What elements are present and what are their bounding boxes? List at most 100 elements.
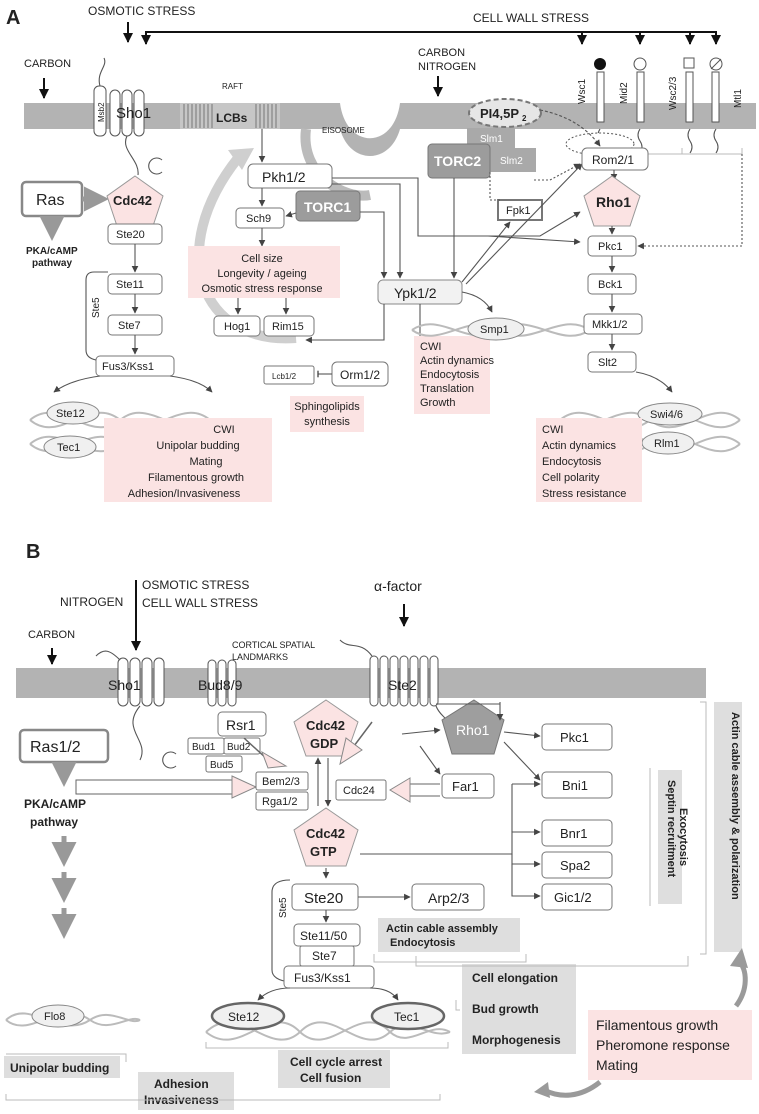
nitrogen-label: NITROGEN: [60, 595, 123, 609]
ste12-node-a: [46, 401, 100, 425]
panel-b-label: B: [26, 541, 40, 563]
fus3-label-a: Fus3/Kss1: [102, 361, 154, 373]
ste7-label-b: Ste7: [312, 949, 337, 963]
sch9-node: [235, 207, 285, 229]
lcbs-label: LCBs: [216, 111, 248, 125]
slt2-outputs-box: [536, 418, 642, 502]
cell-elongation-label: Cell elongation: [472, 971, 558, 985]
bem23-node: [255, 771, 309, 791]
tec1-node-a: [43, 435, 97, 459]
carbon-label: CARBON: [24, 58, 71, 70]
gic12-label: Gic1/2: [554, 890, 592, 905]
sho1-receptor-a: [93, 57, 163, 176]
bnr1-label: Bnr1: [560, 826, 587, 841]
bud5-node: [205, 755, 243, 773]
fus3-output-3: Mating: [189, 456, 222, 468]
ste2-receptor: [339, 639, 449, 725]
lipid-raft: [180, 103, 280, 129]
panel-a: A OSMOTIC STRESS CELL WALL STRESS CARBON…: [6, 4, 756, 502]
cell-wall-stress-label: CELL WALL STRESS: [473, 11, 589, 25]
septin-label-1: Septin recruitment: [665, 780, 677, 878]
actin-polarization-box: [714, 702, 742, 952]
ste20-label-a: Ste20: [116, 229, 145, 241]
phenotype-2: Pheromone response: [596, 1037, 730, 1053]
carbon-nitrogen-label-1: CARBON: [418, 47, 465, 59]
phenotypes-box: [588, 1010, 752, 1080]
swi46-label: Swi4/6: [650, 409, 683, 421]
slm1-node: [467, 128, 515, 148]
tec1-node-b: [370, 1001, 446, 1031]
pkc1-node-b: [541, 723, 613, 751]
osmotic-stress-label: OSMOTIC STRESS: [88, 4, 195, 18]
slt2-output-4: Cell polarity: [542, 472, 600, 484]
pkh-node: [247, 163, 333, 189]
tec1-label-b: Tec1: [394, 1010, 420, 1024]
ypk-output-4: Translation: [420, 383, 474, 395]
ras12-label: Ras1/2: [30, 739, 81, 756]
slm1-label: Slm1: [480, 134, 503, 145]
pka-label-b-1: PKA/cAMP: [24, 797, 86, 811]
slt2-output-1: CWI: [542, 424, 563, 436]
torc1-label: TORC1: [304, 199, 351, 215]
ras-to-gap-bar: [75, 779, 233, 795]
bni1-label: Bni1: [562, 778, 588, 793]
arp23-label: Arp2/3: [428, 890, 469, 906]
cell-cycle-label-1: Cell cycle arrest: [290, 1055, 382, 1069]
rsr1-node: [217, 711, 267, 737]
msb2-label: Msb2: [97, 102, 106, 122]
actin-cable-box-b: [378, 918, 520, 952]
fus3-label-b: Fus3/Kss1: [294, 971, 351, 985]
ypk-label: Ypk1/2: [394, 285, 437, 301]
raft-hatching: [183, 104, 277, 128]
cortical-label-2: LANDMARKS: [232, 652, 288, 662]
cdc42-label-a: Cdc42: [113, 193, 152, 208]
rom-node: [581, 147, 649, 171]
carbon-nitrogen-label-2: NITROGEN: [418, 61, 476, 73]
sphingo-output-2: synthesis: [304, 416, 350, 428]
panel-a-label: A: [6, 7, 20, 29]
far1-label: Far1: [452, 779, 479, 794]
sphingolipids-box: [290, 396, 364, 432]
ypk-output-5: Growth: [420, 397, 455, 409]
torc2-node: [427, 143, 491, 179]
rga12-node: [255, 791, 309, 811]
ste11-label-a: Ste11: [116, 279, 144, 291]
bud89-label: Bud8/9: [198, 677, 243, 693]
alpha-factor-label: α-factor: [374, 578, 422, 594]
pi45p2-label: PI4,5P: [480, 106, 519, 121]
ste12-label-b: Ste12: [228, 1010, 260, 1024]
raft-label: RAFT: [222, 82, 243, 91]
tec1-label-a: Tec1: [57, 442, 80, 454]
unipolar-budding-box: [4, 1056, 120, 1078]
mid2-label: Mid2: [619, 82, 630, 104]
pkc1-label-a: Pkc1: [598, 241, 622, 253]
cell-cycle-box: [278, 1050, 390, 1088]
cdc42-gtp-node: [293, 807, 359, 867]
septin-box: [658, 770, 682, 904]
bni1-node: [541, 771, 613, 799]
phenotype-3: Mating: [596, 1057, 638, 1073]
sho1-label-b: Sho1: [108, 677, 141, 693]
phenotype-down-arrow: [542, 1080, 602, 1098]
ste5-label-b: Ste5: [278, 897, 289, 918]
cortical-label-1: CORTICAL SPATIAL: [232, 640, 315, 650]
mkk-node: [583, 313, 643, 335]
far1-to-cdc24-arrowhead: [389, 777, 411, 803]
actin-polarization-label: Actin cable assembly & polarization: [729, 712, 741, 900]
rim15-label: Rim15: [272, 321, 304, 333]
sch9-output-1: Cell size: [241, 253, 283, 265]
dna-helix-flo8: [5, 1012, 141, 1027]
rlm1-label: Rlm1: [654, 438, 680, 450]
lcb12-label: Lcb1/2: [272, 372, 297, 381]
cdc42-gdp-label-1: Cdc42: [306, 718, 345, 733]
bud1-label: Bud1: [192, 742, 216, 753]
slm2-label: Slm2: [500, 156, 523, 167]
ypk-output-3: Endocytosis: [420, 369, 480, 381]
adhesion-label-1: Adhesion: [154, 1077, 209, 1091]
fpk1-node: [497, 199, 543, 221]
swi46-node: [637, 402, 703, 426]
lcb12-node: [263, 365, 315, 385]
ste2-to-cdc24-arrowhead: [339, 737, 363, 766]
ste7-label-a: Ste7: [118, 320, 141, 332]
